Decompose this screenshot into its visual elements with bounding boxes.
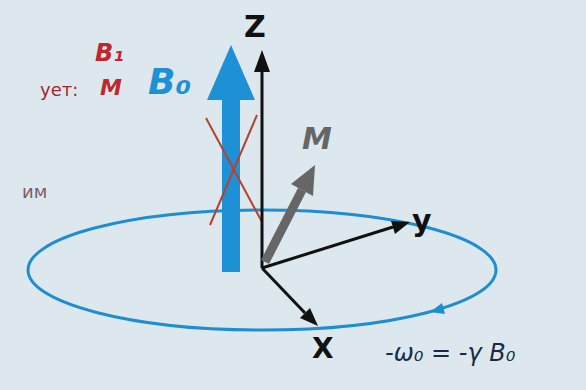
field-label: B₀ (148, 62, 191, 102)
axis-label: Z (244, 10, 266, 43)
y-arrowhead (391, 221, 410, 234)
b0-arrowhead (207, 45, 255, 100)
m-shaft (265, 190, 302, 262)
x-axis (262, 268, 305, 313)
x-arrowhead (300, 308, 318, 326)
cross-line (210, 115, 257, 225)
z-axis (261, 68, 264, 268)
symbol-label: M (100, 76, 122, 100)
b0-shaft (222, 98, 240, 272)
m-arrowhead (291, 165, 315, 196)
precession-arrowhead (430, 303, 445, 314)
z-arrowhead (254, 50, 270, 72)
vector-label: M (302, 122, 332, 155)
text-fragment: ует: (40, 80, 78, 100)
axis-label: y (412, 204, 432, 237)
axis-label: X (312, 334, 334, 365)
text-fragment: им (22, 182, 47, 202)
field-label: B₁ (95, 40, 124, 66)
frequency-formula: -ω₀ = -γ B₀ (385, 340, 515, 366)
